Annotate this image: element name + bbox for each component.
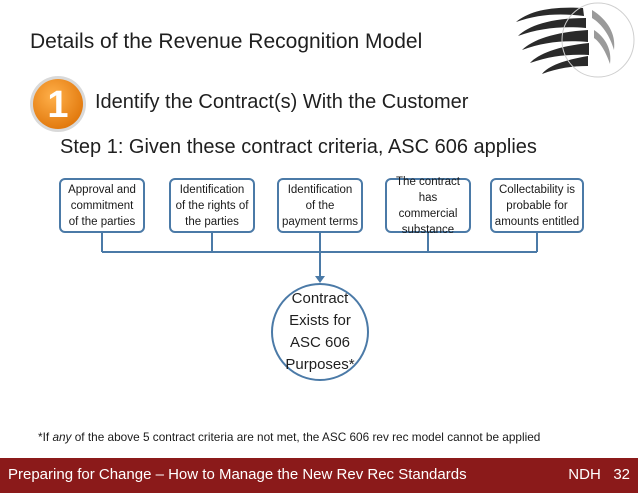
footer-text: Preparing for Change – How to Manage the… bbox=[8, 466, 467, 483]
connector-arrowhead bbox=[315, 276, 325, 283]
svg-text:1: 1 bbox=[47, 84, 68, 126]
criterion-box: Collectability is probable for amounts e… bbox=[490, 178, 584, 233]
footnote-prefix: *If bbox=[38, 430, 53, 444]
step-heading: Identify the Contract(s) With the Custom… bbox=[95, 91, 469, 113]
criterion-box: Identification of the payment terms bbox=[277, 178, 363, 233]
step-subheading: Step 1: Given these contract criteria, A… bbox=[60, 136, 537, 158]
footnote-suffix: of the above 5 contract criteria are not… bbox=[71, 430, 541, 444]
criterion-box: Identification of the rights of the part… bbox=[169, 178, 255, 233]
page-number: 32 bbox=[613, 466, 630, 483]
contract-exists-circle: Contract Exists for ASC 606 Purposes* bbox=[271, 283, 369, 381]
criterion-box: The contract has commercial substance bbox=[385, 176, 471, 236]
footnote-emphasis: any bbox=[52, 430, 72, 444]
slide-title: Details of the Revenue Recognition Model bbox=[30, 30, 423, 53]
criterion-box: Approval and commitment of the parties bbox=[59, 178, 145, 233]
footer-bar: Preparing for Change – How to Manage the… bbox=[0, 458, 638, 493]
step-one-badge-icon: 1 bbox=[30, 76, 86, 132]
presenter-initials: NDH bbox=[568, 466, 601, 483]
swirl-logo-icon bbox=[516, 2, 635, 78]
footer-right: NDH 32 bbox=[568, 466, 630, 483]
footnote: *If any of the above 5 contract criteria… bbox=[38, 430, 540, 444]
